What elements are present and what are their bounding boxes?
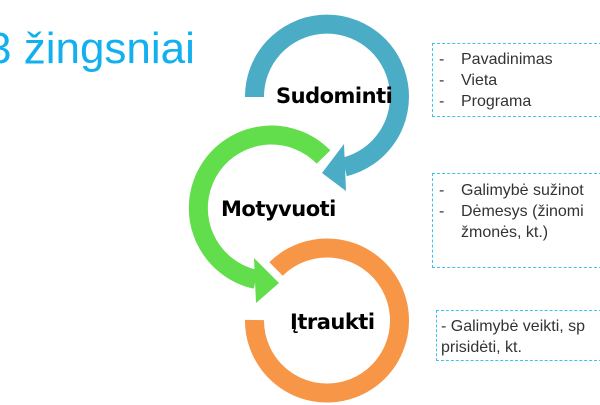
slide-title: 3 žingsniai [0, 24, 195, 73]
sudominti-arrow-arc [244, 14, 409, 177]
note-item: Pavadinimas [433, 49, 600, 70]
note-item: Programa [433, 91, 600, 112]
sudominti-arrowhead-icon [322, 144, 346, 191]
motyvuoti-arrow-arc [188, 125, 331, 289]
motyvuoti-arrowhead-icon [254, 258, 279, 303]
note-item: Vieta [433, 70, 600, 91]
step-label-itraukti: Įtraukti [290, 310, 375, 334]
note-box-motyvuoti: Galimybė sužinot Dėmesys (žinomi žmonės,… [432, 173, 600, 268]
step-label-motyvuoti: Motyvuoti [221, 197, 336, 221]
note-item: Dėmesys (žinomi žmonės, kt.) [433, 201, 586, 243]
note-item: Galimybė sužinot [433, 180, 600, 201]
note-box-sudominti: Pavadinimas Vieta Programa [432, 43, 600, 117]
note-text: - Galimybė veikti, sp prisidėti, kt. [441, 318, 586, 356]
itraukti-arc [244, 238, 409, 403]
step-label-sudominti: Sudominti [276, 84, 393, 108]
note-box-itraukti: - Galimybė veikti, sp prisidėti, kt. [436, 310, 600, 361]
